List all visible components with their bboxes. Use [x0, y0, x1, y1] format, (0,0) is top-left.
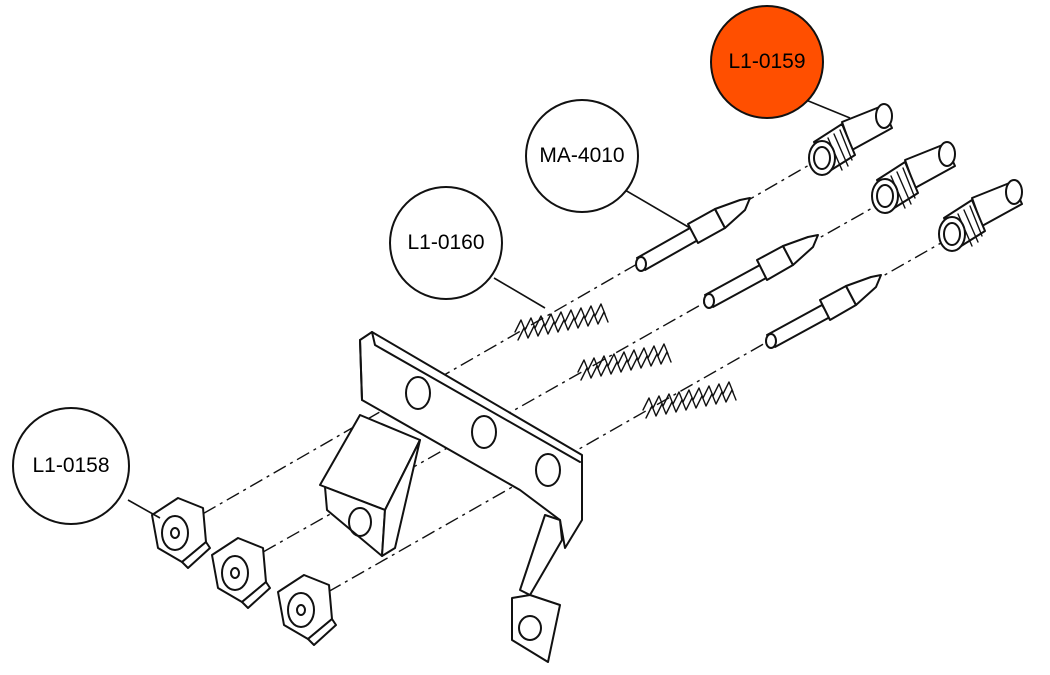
hex-nut-1[interactable] — [151, 497, 211, 569]
hex-nut-3[interactable] — [277, 574, 337, 646]
leader-lines — [127, 99, 851, 519]
spring-2[interactable] — [577, 343, 672, 381]
mounting-bracket[interactable] — [319, 331, 583, 663]
pin-3[interactable] — [765, 274, 882, 349]
callout-circle-l1-0160[interactable] — [389, 186, 503, 300]
sleeve-2[interactable] — [871, 141, 956, 214]
callout-circle-l1-0158[interactable] — [12, 407, 130, 525]
sleeve-1[interactable] — [808, 103, 893, 176]
callout-circle-l1-0159[interactable] — [710, 5, 824, 119]
callout-label-l1-0160[interactable]: L1-0160 — [407, 231, 485, 254]
pin-2[interactable] — [703, 234, 819, 309]
pin-1[interactable] — [635, 197, 751, 272]
callout-label-l1-0158[interactable]: L1-0158 — [32, 454, 110, 477]
hex-nut-2[interactable] — [211, 537, 271, 609]
callout-label-l1-0159[interactable]: L1-0159 — [728, 50, 806, 73]
callout-circle-ma-4010[interactable] — [525, 99, 639, 213]
callout-label-ma-4010[interactable]: MA-4010 — [539, 144, 625, 167]
spring-1[interactable] — [514, 303, 609, 341]
sleeve-3[interactable] — [938, 179, 1023, 252]
spring-3[interactable] — [642, 381, 737, 419]
